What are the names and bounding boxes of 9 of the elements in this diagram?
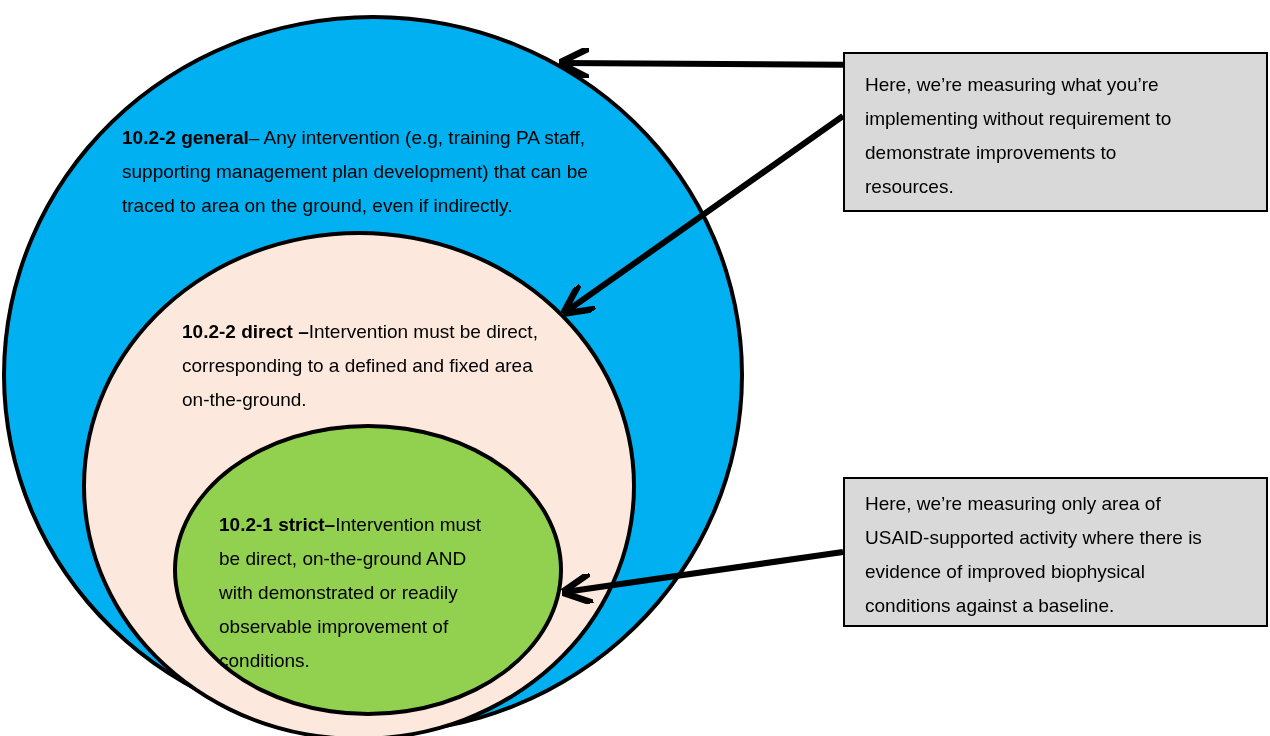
arrow (559, 113, 845, 318)
description-text: Here, we’re measuring what you’re implementing without requirement to demonstrate improvements to resources. (865, 73, 1173, 199)
description-text: Here, we’re measuring only area of USAID-supported activity where there is evidence of improved biophysical conditions against a baseline. (865, 492, 1203, 618)
arrow (558, 549, 844, 607)
description-text: 10.2-2 general– Any intervention (e.g, training PA staff, supporting management plan development) that can be traced to area on the ground, even if indirectly. (122, 126, 589, 218)
callout-box (843, 477, 1268, 627)
callout-box (843, 52, 1268, 212)
description-text: 10.2-1 strict–Intervention must be direct, on-the-ground AND with demonstrated or readily observable improvement of conditions. (219, 513, 482, 673)
description-text: 10.2-2 direct –Intervention must be direct, corresponding to a defined and fixed area on-the-ground. (182, 320, 539, 412)
